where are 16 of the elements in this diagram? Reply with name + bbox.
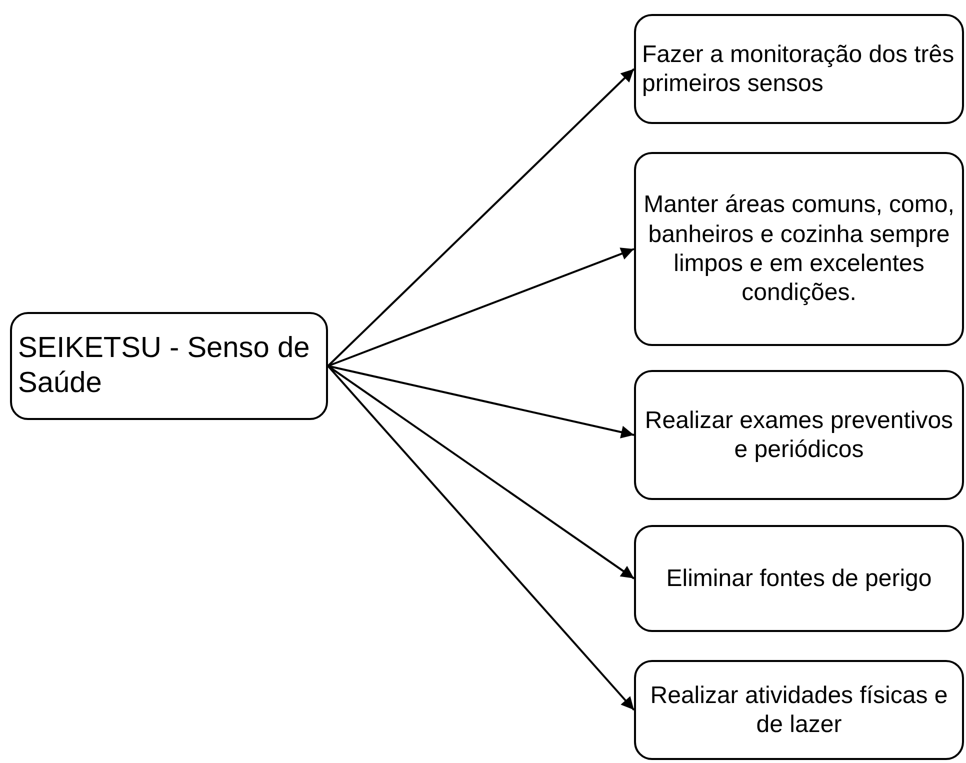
arrow	[327, 365, 635, 711]
topic-box	[10, 312, 328, 420]
arrow	[328, 248, 634, 367]
arrow	[328, 365, 634, 438]
item-text: Eliminar fontes de perigo	[665, 564, 933, 594]
item-text: Fazer a monitoração dos três primeiros sensos	[642, 40, 956, 98]
item-box	[634, 525, 964, 632]
item-text: SEIKETSU - Senso de Saúde	[18, 330, 311, 401]
item-box	[634, 152, 964, 346]
item-text: Manter áreas comuns, como, banheiros e cozinha sempre limpos e em excelentes condições.	[642, 190, 956, 308]
item-box	[634, 14, 964, 124]
item-text: Realizar atividades físicas e de lazer	[649, 680, 949, 740]
item-box	[634, 660, 964, 760]
arrow	[327, 68, 635, 367]
item-text: Realizar exames preventivos e periódicos	[644, 406, 954, 464]
item-box	[634, 370, 964, 500]
